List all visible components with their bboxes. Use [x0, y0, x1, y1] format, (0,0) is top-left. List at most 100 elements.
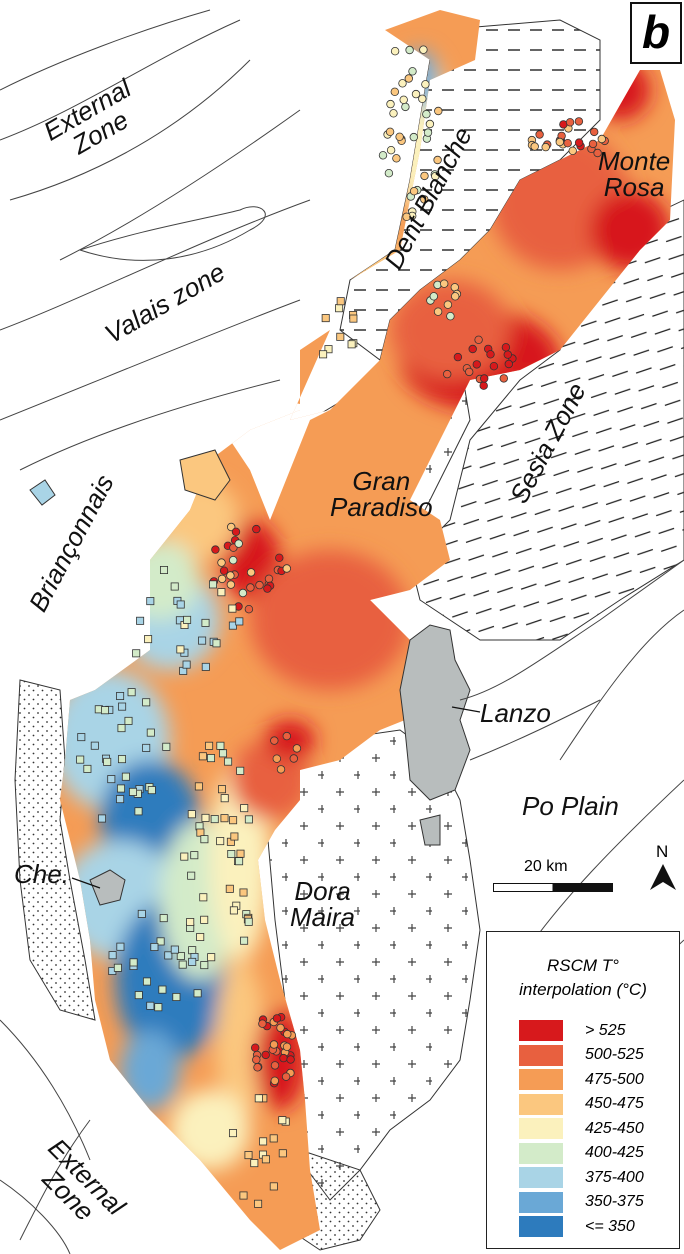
sample-marker — [270, 1076, 279, 1085]
sample-marker — [541, 142, 550, 152]
sample-marker — [128, 787, 137, 796]
sample-marker — [563, 138, 572, 148]
brianconnais-patch-1 — [29, 479, 56, 506]
sample-marker — [216, 741, 225, 750]
sample-marker — [420, 195, 429, 204]
sample-marker — [226, 580, 236, 589]
legend-swatch — [519, 1069, 563, 1090]
sample-marker — [187, 871, 196, 880]
sample-marker — [180, 852, 189, 861]
sample-marker — [219, 566, 229, 575]
sample-marker — [176, 645, 185, 654]
sample-marker — [235, 857, 244, 866]
sample-marker — [252, 524, 261, 534]
sample-marker — [324, 345, 333, 354]
sample-marker — [385, 127, 395, 136]
label-dora-maira: Dora Maira — [290, 876, 356, 932]
sample-marker — [402, 212, 411, 221]
sample-marker — [321, 314, 330, 323]
sample-marker — [253, 1063, 262, 1072]
sample-marker — [336, 332, 345, 341]
sample-marker — [129, 958, 138, 967]
sample-marker — [188, 946, 197, 955]
sample-marker — [593, 148, 602, 158]
legend-item: 450-475 — [519, 1093, 644, 1115]
legend-swatch — [519, 1044, 563, 1066]
sample-marker — [336, 297, 345, 306]
sample-marker — [116, 795, 125, 804]
legend-swatch — [519, 1020, 563, 1041]
sample-marker — [468, 344, 477, 354]
sample-marker — [597, 134, 606, 144]
north-arrow-icon — [650, 864, 676, 890]
sample-marker — [276, 1023, 285, 1033]
label-po-plain: Po Plain — [522, 791, 619, 821]
sample-marker — [258, 1019, 267, 1028]
sample-marker — [201, 813, 210, 822]
sample-marker — [231, 527, 241, 536]
sample-marker — [264, 574, 274, 583]
sample-marker — [434, 106, 443, 116]
sample-marker — [159, 566, 168, 575]
external-sediments-left — [14, 679, 96, 1021]
sample-marker — [116, 692, 125, 701]
legend-label: 400-425 — [585, 1144, 644, 1161]
sample-marker — [451, 292, 460, 301]
sample-marker — [200, 961, 209, 970]
sample-marker — [275, 553, 284, 562]
sample-marker — [588, 139, 598, 149]
sample-marker — [178, 960, 187, 969]
sample-marker — [244, 605, 254, 614]
sample-marker — [574, 117, 584, 126]
sample-marker — [146, 728, 155, 737]
sample-marker — [270, 1061, 280, 1070]
sample-marker — [269, 1182, 278, 1191]
sample-marker — [172, 993, 181, 1002]
sample-marker — [116, 942, 125, 951]
sesia-zone-domain — [409, 199, 684, 641]
sample-marker — [217, 785, 226, 794]
legend-title-line1: RSCM T° — [547, 956, 619, 975]
sample-marker — [150, 943, 159, 952]
sample-marker — [389, 109, 398, 118]
sample-marker — [121, 772, 130, 781]
sample-marker — [292, 744, 302, 753]
sample-marker — [390, 47, 400, 56]
sample-marker — [244, 1151, 253, 1160]
sample-marker — [236, 766, 245, 775]
sample-marker — [198, 636, 207, 645]
sample-marker — [183, 615, 192, 624]
sample-marker — [347, 340, 356, 349]
sample-marker — [76, 755, 85, 764]
sample-marker — [419, 45, 428, 54]
sample-marker — [235, 617, 244, 626]
sample-marker — [240, 936, 249, 945]
sample-marker — [420, 171, 429, 181]
sample-marker — [405, 45, 414, 55]
sample-marker — [272, 1014, 282, 1023]
legend-swatch — [519, 1118, 563, 1139]
brianconnais-patch-2 — [179, 449, 231, 501]
sample-marker — [289, 754, 298, 763]
sample-marker — [205, 741, 214, 750]
legend-label: 425-450 — [585, 1119, 644, 1137]
sample-marker — [252, 1055, 261, 1064]
sample-marker — [224, 757, 233, 766]
sample-marker — [433, 155, 442, 165]
legend-swatch — [519, 1142, 563, 1164]
sample-marker — [240, 804, 249, 813]
sample-marker — [568, 146, 577, 155]
sample-marker — [272, 754, 281, 763]
sample-marker — [229, 816, 238, 825]
sample-marker — [474, 335, 483, 344]
legend-item: 425-450 — [519, 1118, 644, 1139]
sample-marker — [117, 784, 126, 793]
sample-marker — [246, 583, 255, 592]
legend-item: <= 350 — [519, 1216, 635, 1237]
sample-marker — [230, 832, 239, 841]
sample-marker — [384, 168, 394, 178]
sample-marker — [142, 698, 151, 707]
legend-item: 400-425 — [519, 1142, 644, 1164]
legend-item: 475-500 — [519, 1069, 644, 1090]
